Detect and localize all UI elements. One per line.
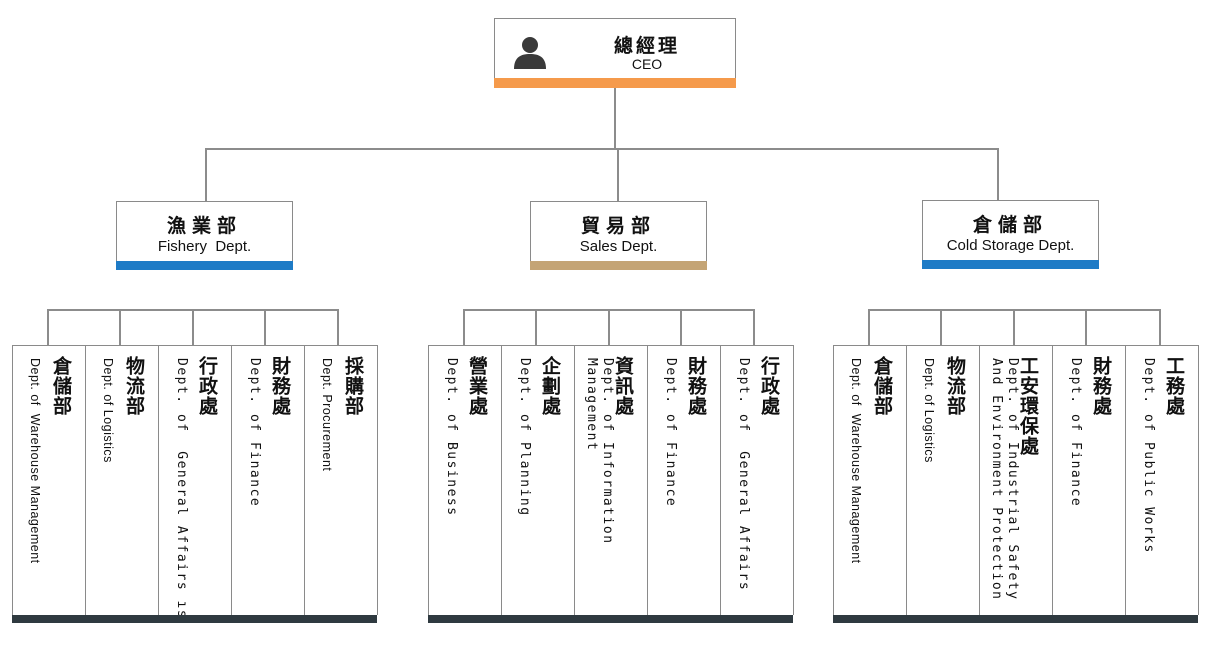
units-panel-cold-storage: 倉儲部 Dept. of Warehouse Management 物流部 De… <box>833 345 1199 623</box>
connector-unit-down <box>868 309 870 346</box>
ceo-color-bar <box>494 78 736 88</box>
dept-title-en: Cold Storage Dept. <box>946 237 1075 254</box>
dept-color-bar <box>530 261 707 270</box>
dept-title-en: Sales Dept. <box>579 238 658 255</box>
unit-title-en: Dept. of Finance <box>663 358 678 508</box>
unit-title-zh: 物流部 <box>944 356 966 416</box>
connector-unit-down <box>337 309 339 346</box>
unit-title-zh: 企劃處 <box>539 356 561 416</box>
unit-column: 物流部 Dept. of Logistics <box>907 345 980 615</box>
unit-column: 企劃處 Dept. of Planning <box>502 345 575 615</box>
panel-footer-bar <box>12 615 377 623</box>
unit-title-en: Dept. of Business <box>444 358 459 517</box>
unit-column: 財務處 Dept. of Finance <box>648 345 721 615</box>
connector-unit-down <box>119 309 121 346</box>
unit-title-en: Dept. of Logistics <box>101 358 115 463</box>
unit-title-en: Dept. of General Affairs ıs <box>174 358 189 620</box>
dept-box-sales: 貿易部 Sales Dept. <box>530 201 707 270</box>
unit-title-zh: 倉儲部 <box>50 356 72 416</box>
connector-unit-down <box>1013 309 1015 346</box>
connector-ceo-down <box>614 87 616 149</box>
unit-title-zh: 工務處 <box>1163 356 1185 416</box>
unit-column: 財務處 Dept. of Finance <box>1053 345 1126 615</box>
units-panel-fishery: 倉儲部 Dept. of Warehouse Management 物流部 De… <box>12 345 378 623</box>
connector-unit-down <box>264 309 266 346</box>
dept-title-zh: 漁業部 <box>166 215 242 237</box>
unit-column: 倉儲部 Dept. of Warehouse Management <box>834 345 907 615</box>
unit-column: 行政處 Dept. of General Affairs <box>721 345 794 615</box>
unit-column: 資訊處 Dept. of Information Management <box>575 345 648 615</box>
connector-unit-down <box>1085 309 1087 346</box>
dept-box-cold-storage: 倉儲部 Cold Storage Dept. <box>922 200 1099 269</box>
ceo-box: 總經理 CEO <box>494 18 736 88</box>
unit-column: 營業處 Dept. of Business <box>429 345 502 615</box>
connector-unit-down <box>192 309 194 346</box>
unit-title-zh: 財務處 <box>685 356 707 416</box>
connector-sales-down <box>617 148 619 202</box>
unit-title-zh: 採購部 <box>342 356 364 416</box>
unit-title-en: Dept. of Warehouse Management <box>849 358 863 564</box>
unit-column: 行政處 Dept. of General Affairs ıs <box>159 345 232 619</box>
unit-title-zh: 行政處 <box>758 356 780 416</box>
person-icon <box>514 37 546 69</box>
unit-title-zh: 財務處 <box>1090 356 1112 416</box>
unit-title-en: Dept. of Warehouse Management <box>28 358 42 564</box>
connector-cold-storage-down <box>997 148 999 202</box>
connector-unit-down <box>940 309 942 346</box>
unit-title-en: Dept. of Logistics <box>922 358 936 463</box>
connector-unit-down <box>680 309 682 346</box>
unit-title-en: Dept. of General Affairs <box>736 358 751 592</box>
dept-title-en: Fishery Dept. <box>157 238 252 255</box>
unit-title-zh: 資訊處 <box>612 356 634 416</box>
unit-title-en: Dept. of Public Works <box>1141 358 1156 554</box>
dept-color-bar <box>922 260 1099 269</box>
unit-title-en: Dept. of Finance <box>247 358 262 508</box>
panel-footer-bar <box>428 615 793 623</box>
connector-fishery-down <box>205 148 207 202</box>
unit-title-zh: 工安環保處 <box>1017 356 1039 456</box>
unit-column: 工安環保處 Dept. of Industrial Safety And Env… <box>980 345 1053 615</box>
connector-unit-down <box>753 309 755 346</box>
connector-unit-down <box>47 309 49 346</box>
unit-column: 工務處 Dept. of Public Works <box>1126 345 1199 615</box>
connector-unit-down <box>463 309 465 346</box>
units-panel-sales: 營業處 Dept. of Business 企劃處 Dept. of Plann… <box>428 345 794 623</box>
connector-unit-down <box>608 309 610 346</box>
unit-column: 採購部 Dept. Procurement <box>305 345 378 615</box>
unit-title-zh: 倉儲部 <box>871 356 893 416</box>
unit-column: 財務處 Dept. of Finance <box>232 345 305 615</box>
unit-title-en: Dept. of Information Management <box>584 358 615 545</box>
unit-column: 倉儲部 Dept. of Warehouse Management <box>13 345 86 615</box>
unit-title-zh: 營業處 <box>466 356 488 416</box>
unit-title-en: Dept. of Industrial Safety And Environme… <box>989 358 1020 601</box>
connector-unit-down <box>1159 309 1161 346</box>
unit-title-zh: 財務處 <box>269 356 291 416</box>
unit-title-en: Dept. of Finance <box>1068 358 1083 508</box>
connector-unit-down <box>535 309 537 346</box>
unit-title-en: Dept. Procurement <box>320 358 334 472</box>
dept-color-bar <box>116 261 293 270</box>
panel-footer-bar <box>833 615 1198 623</box>
ceo-title-en: CEO <box>631 56 663 72</box>
unit-title-zh: 物流部 <box>123 356 145 416</box>
dept-box-fishery: 漁業部 Fishery Dept. <box>116 201 293 270</box>
connector-dept-horizontal <box>205 148 999 150</box>
unit-column: 物流部 Dept. of Logistics <box>86 345 159 615</box>
dept-title-zh: 貿易部 <box>580 215 656 237</box>
unit-title-en: Dept. of Planning <box>517 358 532 517</box>
unit-title-zh: 行政處 <box>196 356 218 416</box>
ceo-title-zh: 總經理 <box>613 35 680 57</box>
dept-title-zh: 倉儲部 <box>972 214 1048 236</box>
